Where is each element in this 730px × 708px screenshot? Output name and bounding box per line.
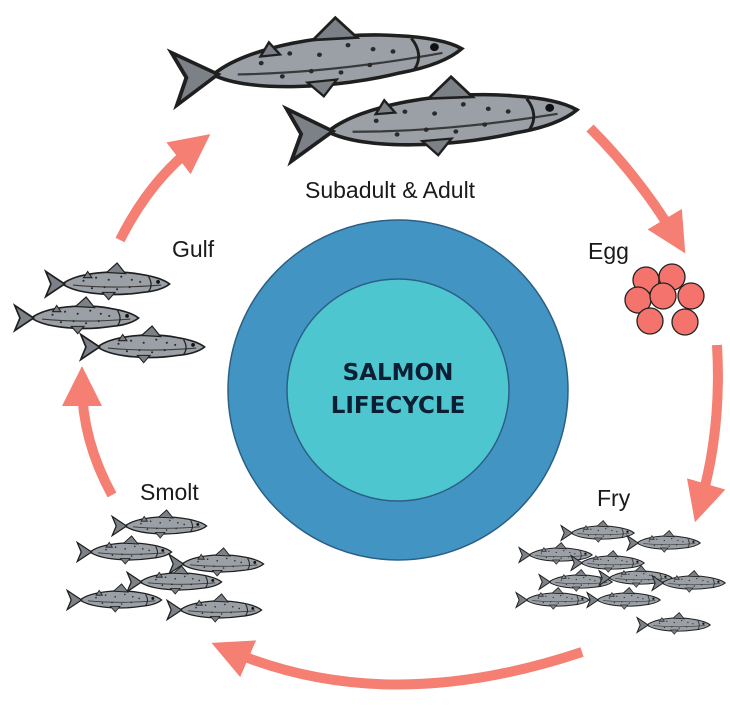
fry-school-icon	[516, 521, 725, 635]
stage-label-gulf: Gulf	[172, 236, 215, 262]
arrow-adult-to-egg	[590, 128, 676, 238]
arrow-egg-to-fry	[700, 345, 718, 505]
inner-circle	[287, 279, 509, 501]
center-title-line2: LIFECYCLE	[331, 393, 466, 419]
arrow-fry-to-smolt	[228, 650, 582, 685]
smolt-school-icon	[67, 510, 263, 622]
stage-label-smolt: Smolt	[140, 479, 199, 505]
center-badge: SALMON LIFECYCLE	[228, 220, 568, 560]
stage-label-egg: Egg	[588, 238, 629, 264]
stage-label-adult: Subadult & Adult	[305, 177, 476, 203]
arrow-smolt-to-gulf	[82, 384, 112, 495]
arrow-gulf-to-adult	[120, 145, 196, 240]
salmon-egg-cluster-icon	[625, 264, 704, 335]
stage-label-fry: Fry	[597, 485, 631, 511]
adult-salmon-icon	[170, 5, 580, 168]
gulf-salmon-icon	[15, 263, 205, 363]
center-title-line1: SALMON	[343, 360, 454, 386]
